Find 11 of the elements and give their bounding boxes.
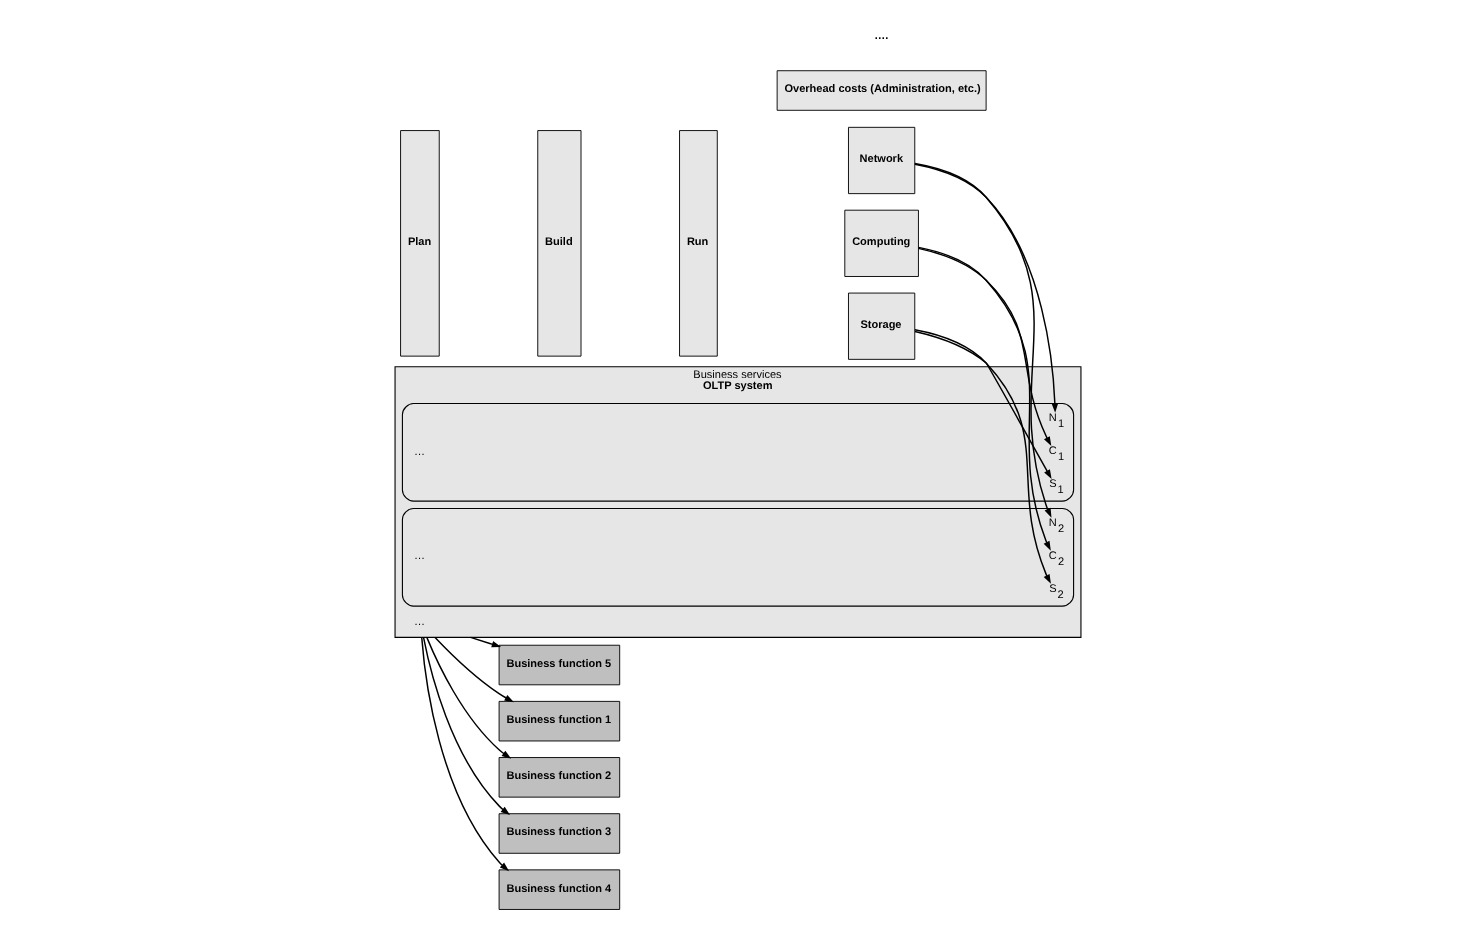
arrow	[420, 636, 509, 872]
arrow	[913, 330, 1051, 480]
arrow	[916, 247, 1051, 446]
arrow	[468, 636, 501, 648]
arrow	[913, 163, 1058, 413]
arrow	[425, 636, 511, 759]
arrow	[421, 636, 510, 816]
arrow	[433, 636, 513, 703]
arrow	[916, 246, 1050, 551]
arrow	[913, 329, 1050, 584]
arrow	[913, 162, 1051, 518]
